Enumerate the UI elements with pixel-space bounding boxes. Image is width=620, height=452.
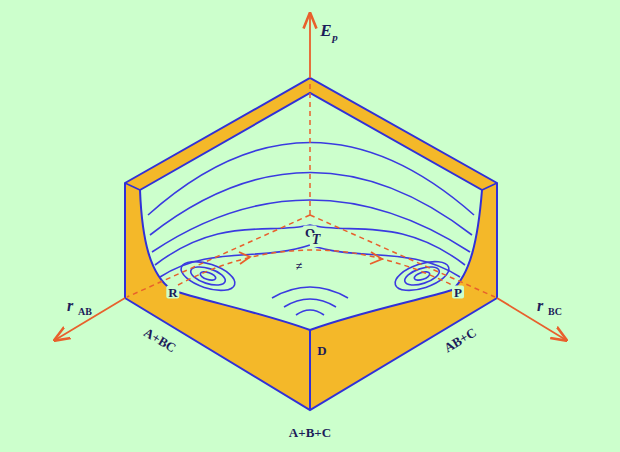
axis-label: r xyxy=(67,298,73,314)
axis-label: r xyxy=(537,298,543,314)
state-label: A+B+C xyxy=(289,426,331,439)
axis-label: E xyxy=(320,22,331,39)
axis-subscript: BC xyxy=(548,307,562,317)
axis-subscript: AB xyxy=(78,307,92,317)
point-label: R xyxy=(166,286,179,299)
transition-mark: ≠ xyxy=(294,260,305,272)
state-label: AB+C xyxy=(442,325,479,354)
axis-subscript: p xyxy=(332,32,338,43)
point-label: D xyxy=(317,344,326,357)
state-label: A+BC xyxy=(142,325,179,354)
point-label: P xyxy=(452,286,464,299)
point-label: T xyxy=(310,233,323,247)
